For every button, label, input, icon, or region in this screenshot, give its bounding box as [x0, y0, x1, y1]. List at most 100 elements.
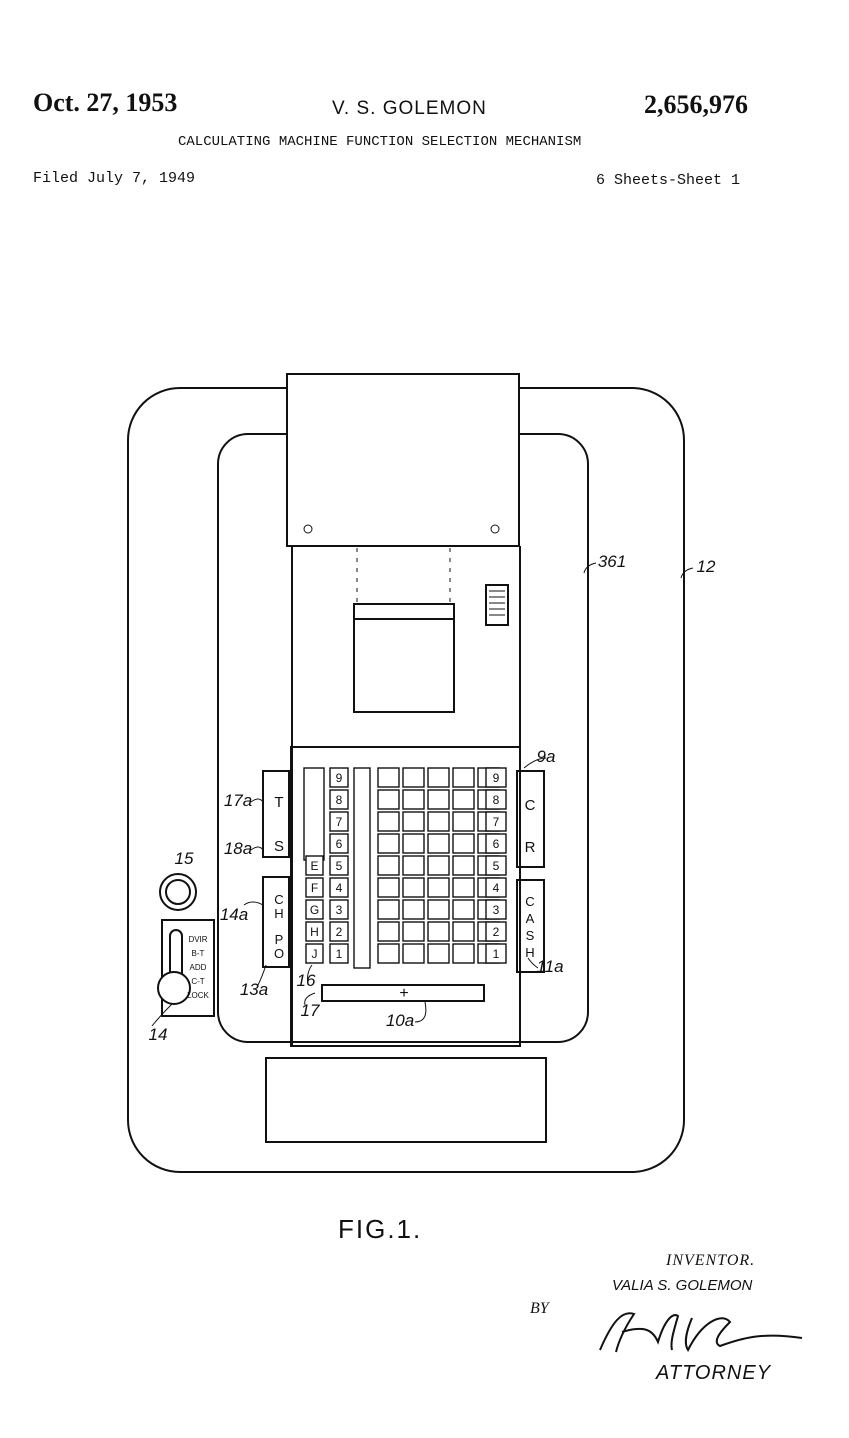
digit-key-last-1: [485, 943, 507, 964]
digit-key-last-label-9: 9: [493, 771, 500, 785]
key-cash-label-1: A: [526, 911, 535, 926]
key-ch-label-c: C: [274, 892, 283, 907]
blank-key-c2-r5: [377, 855, 400, 876]
letter-key-label-g: G: [310, 903, 319, 917]
blank-key-c5-r6: [452, 877, 475, 898]
digit-key-last-7: [485, 811, 507, 832]
patent-date: Oct. 27, 1953: [33, 88, 178, 117]
selector-label-bt: B-T: [192, 949, 205, 958]
left-lower-key-frame: [262, 876, 290, 968]
blank-key-c5-r9: [452, 943, 475, 964]
key-cash-label-3: H: [525, 945, 534, 960]
blank-key-c2-r8: [377, 921, 400, 942]
ref-numeral-13a: 13a: [240, 980, 268, 999]
column-separator: [353, 767, 371, 969]
ref-numeral-361: 361: [598, 552, 626, 571]
digit-key-last-2: [485, 921, 507, 942]
key-ch-label-h: H: [274, 906, 283, 921]
lower-panel: [265, 1057, 547, 1143]
letter-key-label-e: E: [310, 859, 318, 873]
inventor-name: VALIA S. GOLEMON: [612, 1277, 753, 1294]
key-cash-label-0: C: [525, 894, 534, 909]
filed-date: Filed July 7, 1949: [33, 170, 196, 187]
digit-key-col1-9: [329, 767, 349, 788]
digit-key-col1-label-4: 4: [336, 881, 343, 895]
digit-key-last-3: [485, 899, 507, 920]
digit-key-col1-3: [329, 899, 349, 920]
keyboard-keys: EFGHJ987654321987654321TSCHPOCRCASH+DVIR…: [187, 767, 536, 1002]
key-t-label: T: [274, 794, 283, 811]
digit-key-last-label-3: 3: [493, 903, 500, 917]
blank-key-c2-r7: [377, 899, 400, 920]
ref-numeral-10a: 10a: [386, 1011, 414, 1030]
digit-key-col1-label-3: 3: [336, 903, 343, 917]
digit-key-col1-7: [329, 811, 349, 832]
blank-key-c3-r2: [402, 789, 425, 810]
digit-key-last-label-2: 2: [493, 925, 500, 939]
ref-numeral-9a: 9a: [537, 747, 556, 766]
blank-key-c4-r8: [427, 921, 450, 942]
blank-key-c4-r1: [427, 767, 450, 788]
blank-key-c3-r1: [402, 767, 425, 788]
digit-key-col1-label-6: 6: [336, 837, 343, 851]
selector-label-dvir: DVIR: [188, 935, 207, 944]
left-upper-key-frame: [262, 770, 290, 858]
letter-key-f: [305, 877, 324, 898]
ref-numeral-17a: 17a: [224, 791, 252, 810]
digit-key-last-8: [485, 789, 507, 810]
blank-key-c5-r7: [452, 899, 475, 920]
inventor-label: INVENTOR.: [666, 1252, 756, 1269]
digit-key-col1-label-9: 9: [336, 771, 343, 785]
blank-key-c4-r3: [427, 811, 450, 832]
patent-title: CALCULATING MACHINE FUNCTION SELECTION M…: [178, 134, 582, 150]
small-register: [485, 584, 509, 626]
figure-label: FIG.1.: [338, 1214, 423, 1244]
selector-label-add: ADD: [190, 963, 207, 972]
letter-key-j: [305, 943, 324, 964]
keyboard-panel: [290, 746, 521, 1047]
selector-label-ct: C-T: [191, 977, 204, 986]
ref-numeral-17: 17: [301, 1001, 320, 1020]
blank-key-c4-r4: [427, 833, 450, 854]
digit-key-last-label-1: 1: [493, 947, 500, 961]
ref-numeral-15: 15: [175, 849, 194, 868]
digit-key-col1-4: [329, 877, 349, 898]
blank-key-c2-r1: [377, 767, 400, 788]
ref-numeral-18a: 18a: [224, 839, 252, 858]
key-s-label: S: [274, 838, 284, 855]
digit-key-last-label-8: 8: [493, 793, 500, 807]
blank-key-c3-r9: [402, 943, 425, 964]
ref-numeral-16: 16: [297, 971, 316, 990]
ref-numeral-12: 12: [697, 557, 716, 576]
top-cover: [286, 373, 520, 547]
selector-plate: [161, 919, 215, 1017]
blank-key-c4-r6: [427, 877, 450, 898]
digit-key-col1-label-8: 8: [336, 793, 343, 807]
key-po-label-p: P: [275, 932, 284, 947]
letter-key-g: [305, 899, 324, 920]
blank-key-c4-r9: [427, 943, 450, 964]
blank-key-c2-r3: [377, 811, 400, 832]
blank-key-c3-r5: [402, 855, 425, 876]
patent-number: 2,656,976: [644, 90, 748, 119]
selector-label-lock: LOCK: [187, 991, 209, 1000]
key-r-label: R: [525, 839, 536, 856]
right-upper-key-frame: [516, 770, 545, 868]
digit-key-last-6: [485, 833, 507, 854]
ref-numeral-11a: 11a: [536, 957, 563, 976]
blank-key-c5-r1: [452, 767, 475, 788]
blank-key-c2-r4: [377, 833, 400, 854]
digit-key-last-9: [485, 767, 507, 788]
letter-key-label-h: H: [310, 925, 319, 939]
digit-key-col1-5: [329, 855, 349, 876]
blank-key-c2-r9: [377, 943, 400, 964]
digit-key-last-4: [485, 877, 507, 898]
blank-key-c3-r6: [402, 877, 425, 898]
inventor-name-header: V. S. GOLEMON: [332, 98, 487, 119]
key-po-label-o: O: [274, 946, 284, 961]
ref-numeral-14: 14: [149, 1025, 168, 1044]
digit-key-last-label-7: 7: [493, 815, 500, 829]
digit-key-col1-label-7: 7: [336, 815, 343, 829]
blank-key-c3-r7: [402, 899, 425, 920]
